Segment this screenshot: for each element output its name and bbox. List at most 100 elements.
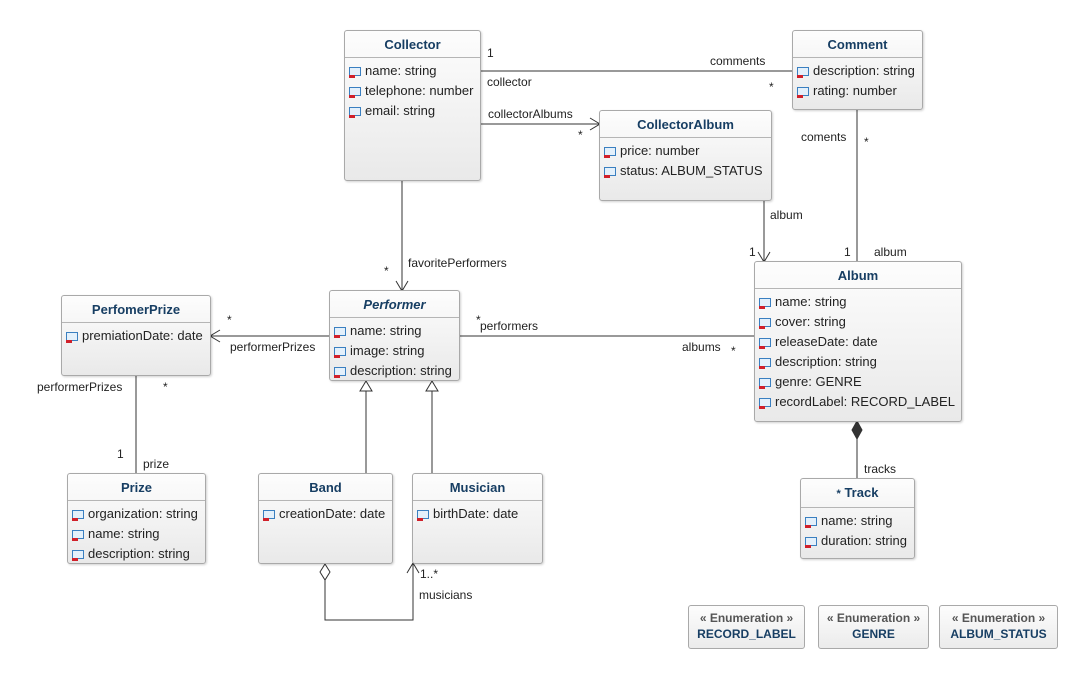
attribute-list: name: string image: string description: … xyxy=(330,318,459,381)
attribute-icon xyxy=(66,332,78,343)
attribute-text: genre: GENRE xyxy=(775,374,862,389)
role-label: album xyxy=(770,208,803,222)
class-title: Track xyxy=(844,485,879,500)
role-label: performerPrizes xyxy=(230,340,316,354)
attribute-text: premiationDate: date xyxy=(82,328,203,343)
band-generalization-triangle xyxy=(359,380,373,392)
class-marker: * xyxy=(836,488,841,500)
attribute-icon xyxy=(759,358,771,369)
attribute-row: cover: string xyxy=(759,312,961,332)
composition-diamond xyxy=(851,419,863,441)
multiplicity-label: * xyxy=(864,135,869,149)
class-band[interactable]: Band creationDate: date xyxy=(258,473,393,564)
class-musician[interactable]: Musician birthDate: date xyxy=(412,473,543,564)
attribute-row: duration: string xyxy=(805,531,914,551)
attribute-row: recordLabel: RECORD_LABEL xyxy=(759,392,961,412)
multiplicity-label: 1 xyxy=(749,245,756,259)
attribute-icon xyxy=(72,510,84,521)
class-performerprize[interactable]: PerfomerPrize premiationDate: date xyxy=(61,295,211,376)
attribute-text: name: string xyxy=(821,513,893,528)
attribute-row: genre: GENRE xyxy=(759,372,961,392)
attribute-icon xyxy=(72,530,84,541)
attribute-icon xyxy=(417,510,429,521)
enum-stereotype: « Enumeration » xyxy=(699,611,794,625)
class-collector[interactable]: Collector name: string telephone: number… xyxy=(344,30,481,181)
role-label: performers xyxy=(480,319,539,333)
attribute-icon xyxy=(263,510,275,521)
attribute-row: name: string xyxy=(72,524,205,544)
multiplicity-label: * xyxy=(476,313,481,327)
attribute-icon xyxy=(759,398,771,409)
enum-record-label[interactable]: « Enumeration » RECORD_LABEL xyxy=(688,605,805,649)
divider xyxy=(793,57,922,58)
attribute-list: price: number status: ALBUM_STATUS xyxy=(600,138,771,181)
divider xyxy=(330,317,459,318)
class-collectoralbum[interactable]: CollectorAlbum price: number status: ALB… xyxy=(599,110,772,201)
attribute-row: price: number xyxy=(604,141,771,161)
band-musician-aggregation xyxy=(324,563,414,621)
attribute-icon xyxy=(759,338,771,349)
divider xyxy=(345,57,480,58)
attribute-text: creationDate: date xyxy=(279,506,386,521)
attribute-row: image: string xyxy=(334,341,459,361)
attribute-text: name: string xyxy=(350,323,422,338)
attribute-list: organization: string name: string descri… xyxy=(68,501,205,564)
enum-genre[interactable]: « Enumeration » GENRE xyxy=(818,605,929,649)
role-label: coments xyxy=(801,130,847,144)
class-album[interactable]: Album name: string cover: string release… xyxy=(754,261,962,422)
aggregation-diamond xyxy=(319,563,331,581)
attribute-list: description: string rating: number xyxy=(793,58,922,101)
role-label: favoritePerformers xyxy=(408,256,507,270)
attribute-list: birthDate: date xyxy=(413,501,542,524)
attribute-text: email: string xyxy=(365,103,436,118)
attribute-icon xyxy=(604,147,616,158)
multiplicity-label: * xyxy=(731,344,736,358)
multiplicity-label: 1 xyxy=(487,46,494,60)
attribute-icon xyxy=(334,367,346,378)
attribute-text: recordLabel: RECORD_LABEL xyxy=(775,394,955,409)
attribute-row: email: string xyxy=(349,101,480,121)
multiplicity-label: * xyxy=(163,380,168,394)
class-title: Prize xyxy=(120,480,153,495)
divider xyxy=(801,507,914,508)
attribute-row: status: ALBUM_STATUS xyxy=(604,161,771,181)
attribute-list: premiationDate: date xyxy=(62,323,210,346)
attribute-row: description: string xyxy=(334,361,459,381)
enum-stereotype: « Enumeration » xyxy=(826,611,921,625)
role-label: performerPrizes xyxy=(37,380,123,394)
divider xyxy=(259,500,392,501)
attribute-row: birthDate: date xyxy=(417,504,542,524)
class-title-row: * Track xyxy=(801,479,914,503)
attribute-list: name: string duration: string xyxy=(801,508,914,551)
role-label: comments xyxy=(710,54,766,68)
attribute-icon xyxy=(805,517,817,528)
attribute-icon xyxy=(349,107,361,118)
attribute-icon xyxy=(72,550,84,561)
attribute-text: duration: string xyxy=(821,533,907,548)
attribute-icon xyxy=(349,67,361,78)
attribute-icon xyxy=(805,537,817,548)
attribute-text: birthDate: date xyxy=(433,506,519,521)
attribute-row: telephone: number xyxy=(349,81,480,101)
attribute-text: releaseDate: date xyxy=(775,334,878,349)
multiplicity-label: 1 xyxy=(117,447,124,461)
enum-album-status[interactable]: « Enumeration » ALBUM_STATUS xyxy=(939,605,1058,649)
class-performer[interactable]: Performer name: string image: string des… xyxy=(329,290,460,381)
attribute-row: description: string xyxy=(797,61,922,81)
class-track[interactable]: * Track name: string duration: string xyxy=(800,478,915,559)
attribute-icon xyxy=(349,87,361,98)
class-title: Band xyxy=(309,480,342,495)
attribute-row: description: string xyxy=(759,352,961,372)
class-title: Collector xyxy=(384,37,441,52)
class-prize[interactable]: Prize organization: string name: string … xyxy=(67,473,206,564)
class-comment[interactable]: Comment description: string rating: numb… xyxy=(792,30,923,110)
multiplicity-label: * xyxy=(384,264,389,278)
attribute-row: name: string xyxy=(805,511,914,531)
divider xyxy=(755,288,961,289)
class-title: Musician xyxy=(449,480,506,495)
attribute-text: description: string xyxy=(775,354,877,369)
attribute-text: description: string xyxy=(350,363,452,378)
role-label: prize xyxy=(143,457,170,471)
divider xyxy=(413,500,542,501)
